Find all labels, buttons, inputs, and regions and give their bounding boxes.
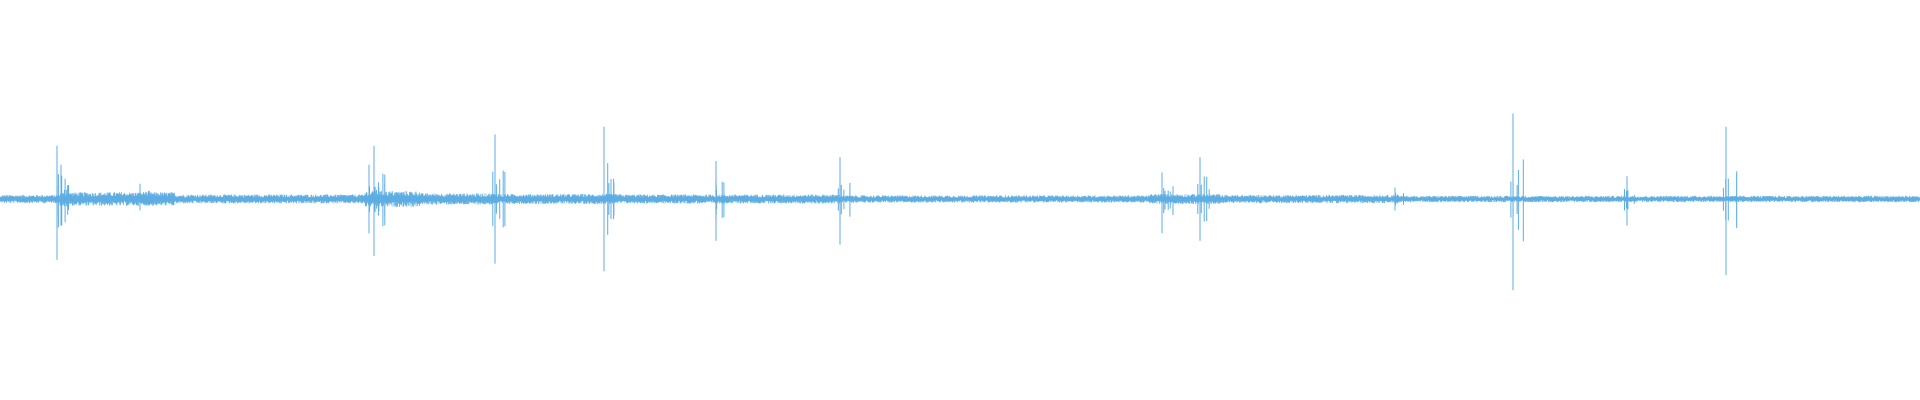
- waveform-transient-0: [56, 145, 69, 260]
- waveform-series: [0, 113, 1920, 291]
- waveform-transient-9: [1161, 172, 1174, 234]
- waveform-transient-12: [1510, 113, 1524, 291]
- waveform-transient-7: [715, 161, 725, 241]
